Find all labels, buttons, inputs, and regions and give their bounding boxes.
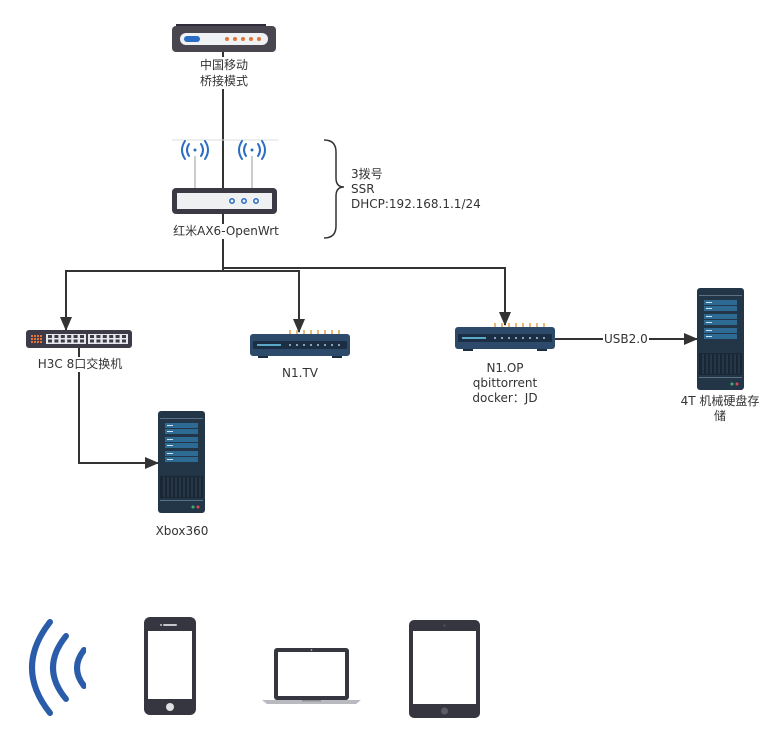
wifi-signal-icon — [29, 619, 87, 716]
edge-switch-xbox — [78, 347, 159, 469]
brace-bracket — [323, 139, 345, 239]
switch-port — [115, 339, 120, 343]
xbox-label-text: Xbox360 — [155, 524, 209, 538]
switch-port — [102, 335, 107, 338]
router-label: 红米AX6-OpenWrt — [163, 224, 289, 239]
router-label-text: 红米AX6-OpenWrt — [173, 224, 279, 238]
switch-port — [96, 339, 101, 343]
modem-label: 中国移动 桥接模式 — [190, 57, 258, 89]
set-top-box-icon[interactable] — [250, 330, 350, 358]
switch-port — [115, 335, 120, 338]
switch-port — [54, 335, 59, 338]
n1tv-label: N1.TV — [270, 366, 330, 381]
set-top-box-icon[interactable] — [455, 323, 555, 351]
switch-port — [60, 335, 65, 338]
edge-router-n1op — [223, 267, 511, 326]
switch-port — [109, 335, 114, 338]
switch-port — [67, 339, 72, 343]
switch-port — [122, 335, 126, 338]
modem-icon[interactable] — [172, 24, 276, 52]
switch-port — [48, 335, 52, 338]
switch-port — [48, 339, 52, 343]
xbox-label: Xbox360 — [146, 524, 218, 539]
switch-port — [54, 339, 59, 343]
storage-label-line: 储 — [713, 409, 726, 423]
modem-label-line: 中国移动 — [199, 58, 248, 72]
switch-port — [67, 335, 72, 338]
smartphone-icon[interactable] — [144, 617, 196, 715]
n1op-label-line: docker：JD — [472, 391, 538, 405]
switch-port — [109, 339, 114, 343]
switch-port — [73, 339, 78, 343]
server-tower-icon[interactable] — [158, 411, 205, 513]
network-switch-icon[interactable] — [26, 330, 132, 348]
edge-router-switch — [60, 270, 223, 331]
storage-label-line: 4T 机械硬盘存 — [680, 394, 760, 408]
laptop-icon[interactable] — [262, 648, 361, 704]
switch-port — [102, 339, 107, 343]
n1op-label: N1.OP qbittorrent docker：JD — [455, 361, 555, 406]
storage-label: 4T 机械硬盘存 储 — [670, 394, 768, 424]
n1op-label-line: N1.OP — [486, 361, 524, 375]
router-note-line: SSR — [351, 182, 375, 196]
switch-port — [96, 335, 101, 338]
wireless-router-icon[interactable] — [172, 139, 278, 214]
tablet-icon[interactable] — [409, 620, 480, 718]
switch-label: H3C 8口交换机 — [29, 357, 131, 372]
server-tower-icon[interactable] — [697, 288, 744, 390]
switch-port — [60, 339, 65, 343]
router-note-line: DHCP:192.168.1.1/24 — [351, 197, 481, 211]
switch-port — [80, 335, 84, 338]
router-note: 3拨号 SSR DHCP:192.168.1.1/24 — [351, 167, 481, 212]
switch-port — [90, 335, 94, 338]
switch-port — [90, 339, 94, 343]
n1tv-label-text: N1.TV — [282, 366, 318, 380]
switch-port — [73, 335, 78, 338]
n1op-label-line: qbittorrent — [472, 376, 538, 390]
edge-router-n1tv — [223, 270, 305, 333]
modem-label-line: 桥接模式 — [199, 74, 248, 88]
usb-edge-label-text: USB2.0 — [604, 332, 648, 346]
switch-port — [80, 339, 84, 343]
router-note-line: 3拨号 — [351, 167, 383, 181]
switch-label-text: H3C 8口交换机 — [37, 357, 123, 371]
connectors — [60, 38, 698, 469]
usb-edge-label: USB2.0 — [603, 332, 649, 347]
switch-port — [122, 339, 126, 343]
